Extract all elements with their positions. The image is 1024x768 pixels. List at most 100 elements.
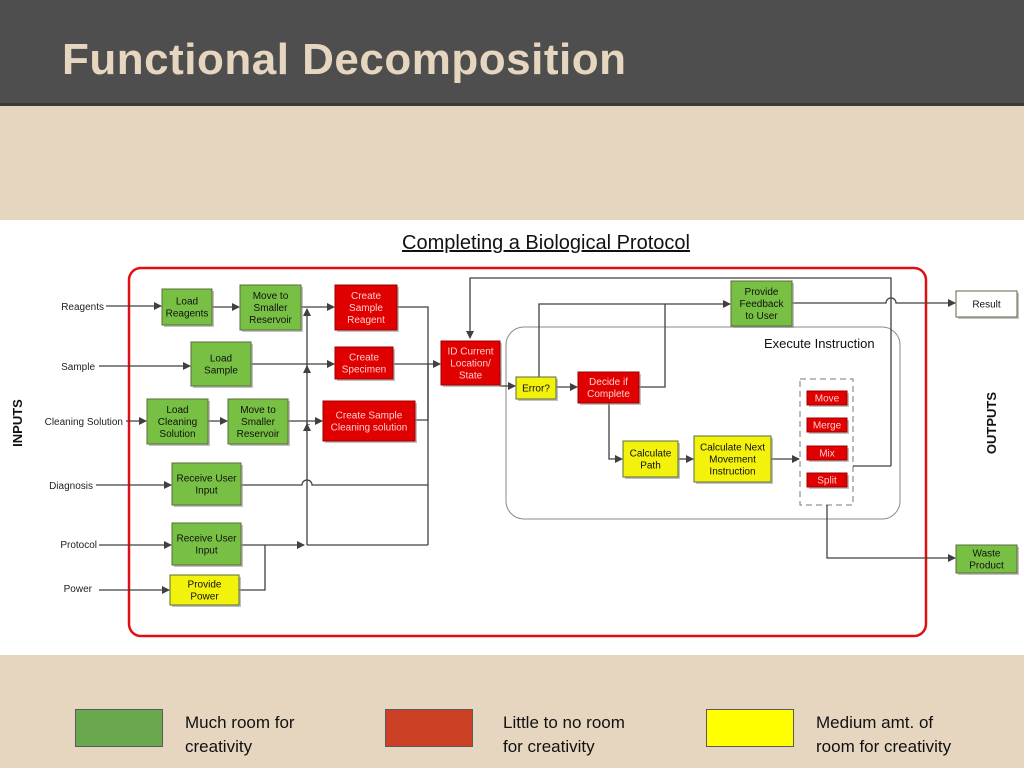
connector: [466, 277, 892, 466]
block-text: Movement: [709, 455, 756, 466]
input-diagnosis: Diagnosis: [49, 481, 93, 492]
block-text: Instruction: [709, 467, 755, 478]
block-text: Move: [815, 394, 840, 405]
block-text: Create Sample: [336, 411, 403, 422]
block-rect: [171, 462, 242, 506]
connector: [826, 505, 956, 562]
block-error: Error?: [515, 376, 558, 401]
legend-label-red: Little to no room for creativity: [503, 713, 625, 756]
block-text: Create: [351, 291, 381, 302]
block-rect: [806, 390, 848, 406]
block-text: Mix: [819, 449, 835, 460]
block-text: Reagents: [166, 309, 209, 320]
block-rect: [169, 574, 240, 606]
block-text: Reservoir: [249, 315, 292, 326]
block-text: to User: [745, 311, 778, 322]
block-rect: [334, 284, 398, 331]
block-text: Provide: [188, 580, 222, 591]
block-text: Smaller: [241, 417, 276, 428]
block-text: Product: [969, 561, 1004, 572]
block-text: ID Current: [447, 347, 493, 358]
block-text: Input: [195, 486, 217, 497]
connector: [241, 364, 429, 486]
legend-label-yellow: Medium amt. of room for creativity: [816, 713, 952, 756]
block-text: Solution: [159, 429, 195, 440]
block-rect: [730, 280, 793, 327]
block-result: Result: [955, 290, 1019, 319]
connector: [639, 304, 666, 388]
block-rect: [806, 417, 848, 433]
block-text: Calculate Next: [700, 443, 765, 454]
legend-label-green: Much room for creativity: [185, 713, 295, 756]
system-boundary: [127, 266, 928, 638]
block-text: Sample: [204, 366, 238, 377]
legend-swatch-red: [385, 709, 473, 747]
block-text: Error?: [522, 384, 550, 395]
connectors: [96, 277, 956, 594]
block-move: Move: [806, 390, 849, 407]
block-merge: Merge: [806, 417, 849, 434]
block-text: Reagent: [347, 315, 385, 326]
connector: [792, 297, 956, 307]
outputs-label: OUTPUTS: [984, 392, 999, 454]
block-rect: [806, 445, 848, 461]
block-split: Split: [806, 472, 849, 489]
block-text: Power: [190, 592, 219, 603]
block-rect: [577, 371, 640, 404]
block-text: Cleaning solution: [331, 423, 408, 434]
block-text: Sample: [349, 303, 383, 314]
block-rect: [334, 346, 394, 380]
legend-swatch-yellow: [706, 709, 794, 747]
block-rect: [955, 290, 1018, 318]
block-text: Location/: [450, 359, 491, 370]
block-text: Smaller: [254, 303, 289, 314]
title-bar: Functional Decomposition: [0, 0, 1024, 106]
block-text: Reservoir: [237, 429, 280, 440]
block-rect: [806, 472, 848, 488]
block-text: Provide: [745, 287, 779, 298]
block-text: Result: [972, 300, 1001, 311]
connector: [538, 300, 731, 377]
block-text: Feedback: [740, 299, 785, 310]
functional-decomposition-diagram: Completing a Biological Protocol Execute…: [10, 232, 1019, 638]
block-rect: [227, 398, 289, 445]
block-rect: [955, 544, 1018, 574]
input-power: Power: [64, 584, 93, 595]
inputs-label: INPUTS: [10, 399, 25, 447]
block-text: Cleaning: [158, 417, 197, 428]
block-text: Complete: [587, 389, 630, 400]
block-text: Specimen: [342, 365, 386, 376]
block-rect: [171, 522, 242, 566]
input-reagents: Reagents: [61, 302, 104, 313]
block-text: Receive User: [176, 534, 237, 545]
block-text: Merge: [813, 421, 842, 432]
block-text: State: [459, 371, 483, 382]
input-protocol: Protocol: [60, 540, 97, 551]
block-text: Load: [176, 297, 198, 308]
block-rect: [161, 288, 213, 326]
block-text: Decide if: [589, 377, 628, 388]
block-text: Move to: [253, 291, 289, 302]
block-rect: [693, 435, 772, 483]
connector: [239, 545, 266, 591]
input-cleaning-solution: Cleaning Solution: [45, 417, 123, 428]
block-text: Load: [166, 405, 188, 416]
execute-instruction-label: Execute Instruction: [764, 336, 875, 351]
block-rect: [190, 341, 252, 387]
slide-title: Functional Decomposition: [62, 35, 627, 84]
block-text: Input: [195, 546, 217, 557]
block-text: Waste: [973, 549, 1001, 560]
block-rect: [622, 440, 679, 478]
